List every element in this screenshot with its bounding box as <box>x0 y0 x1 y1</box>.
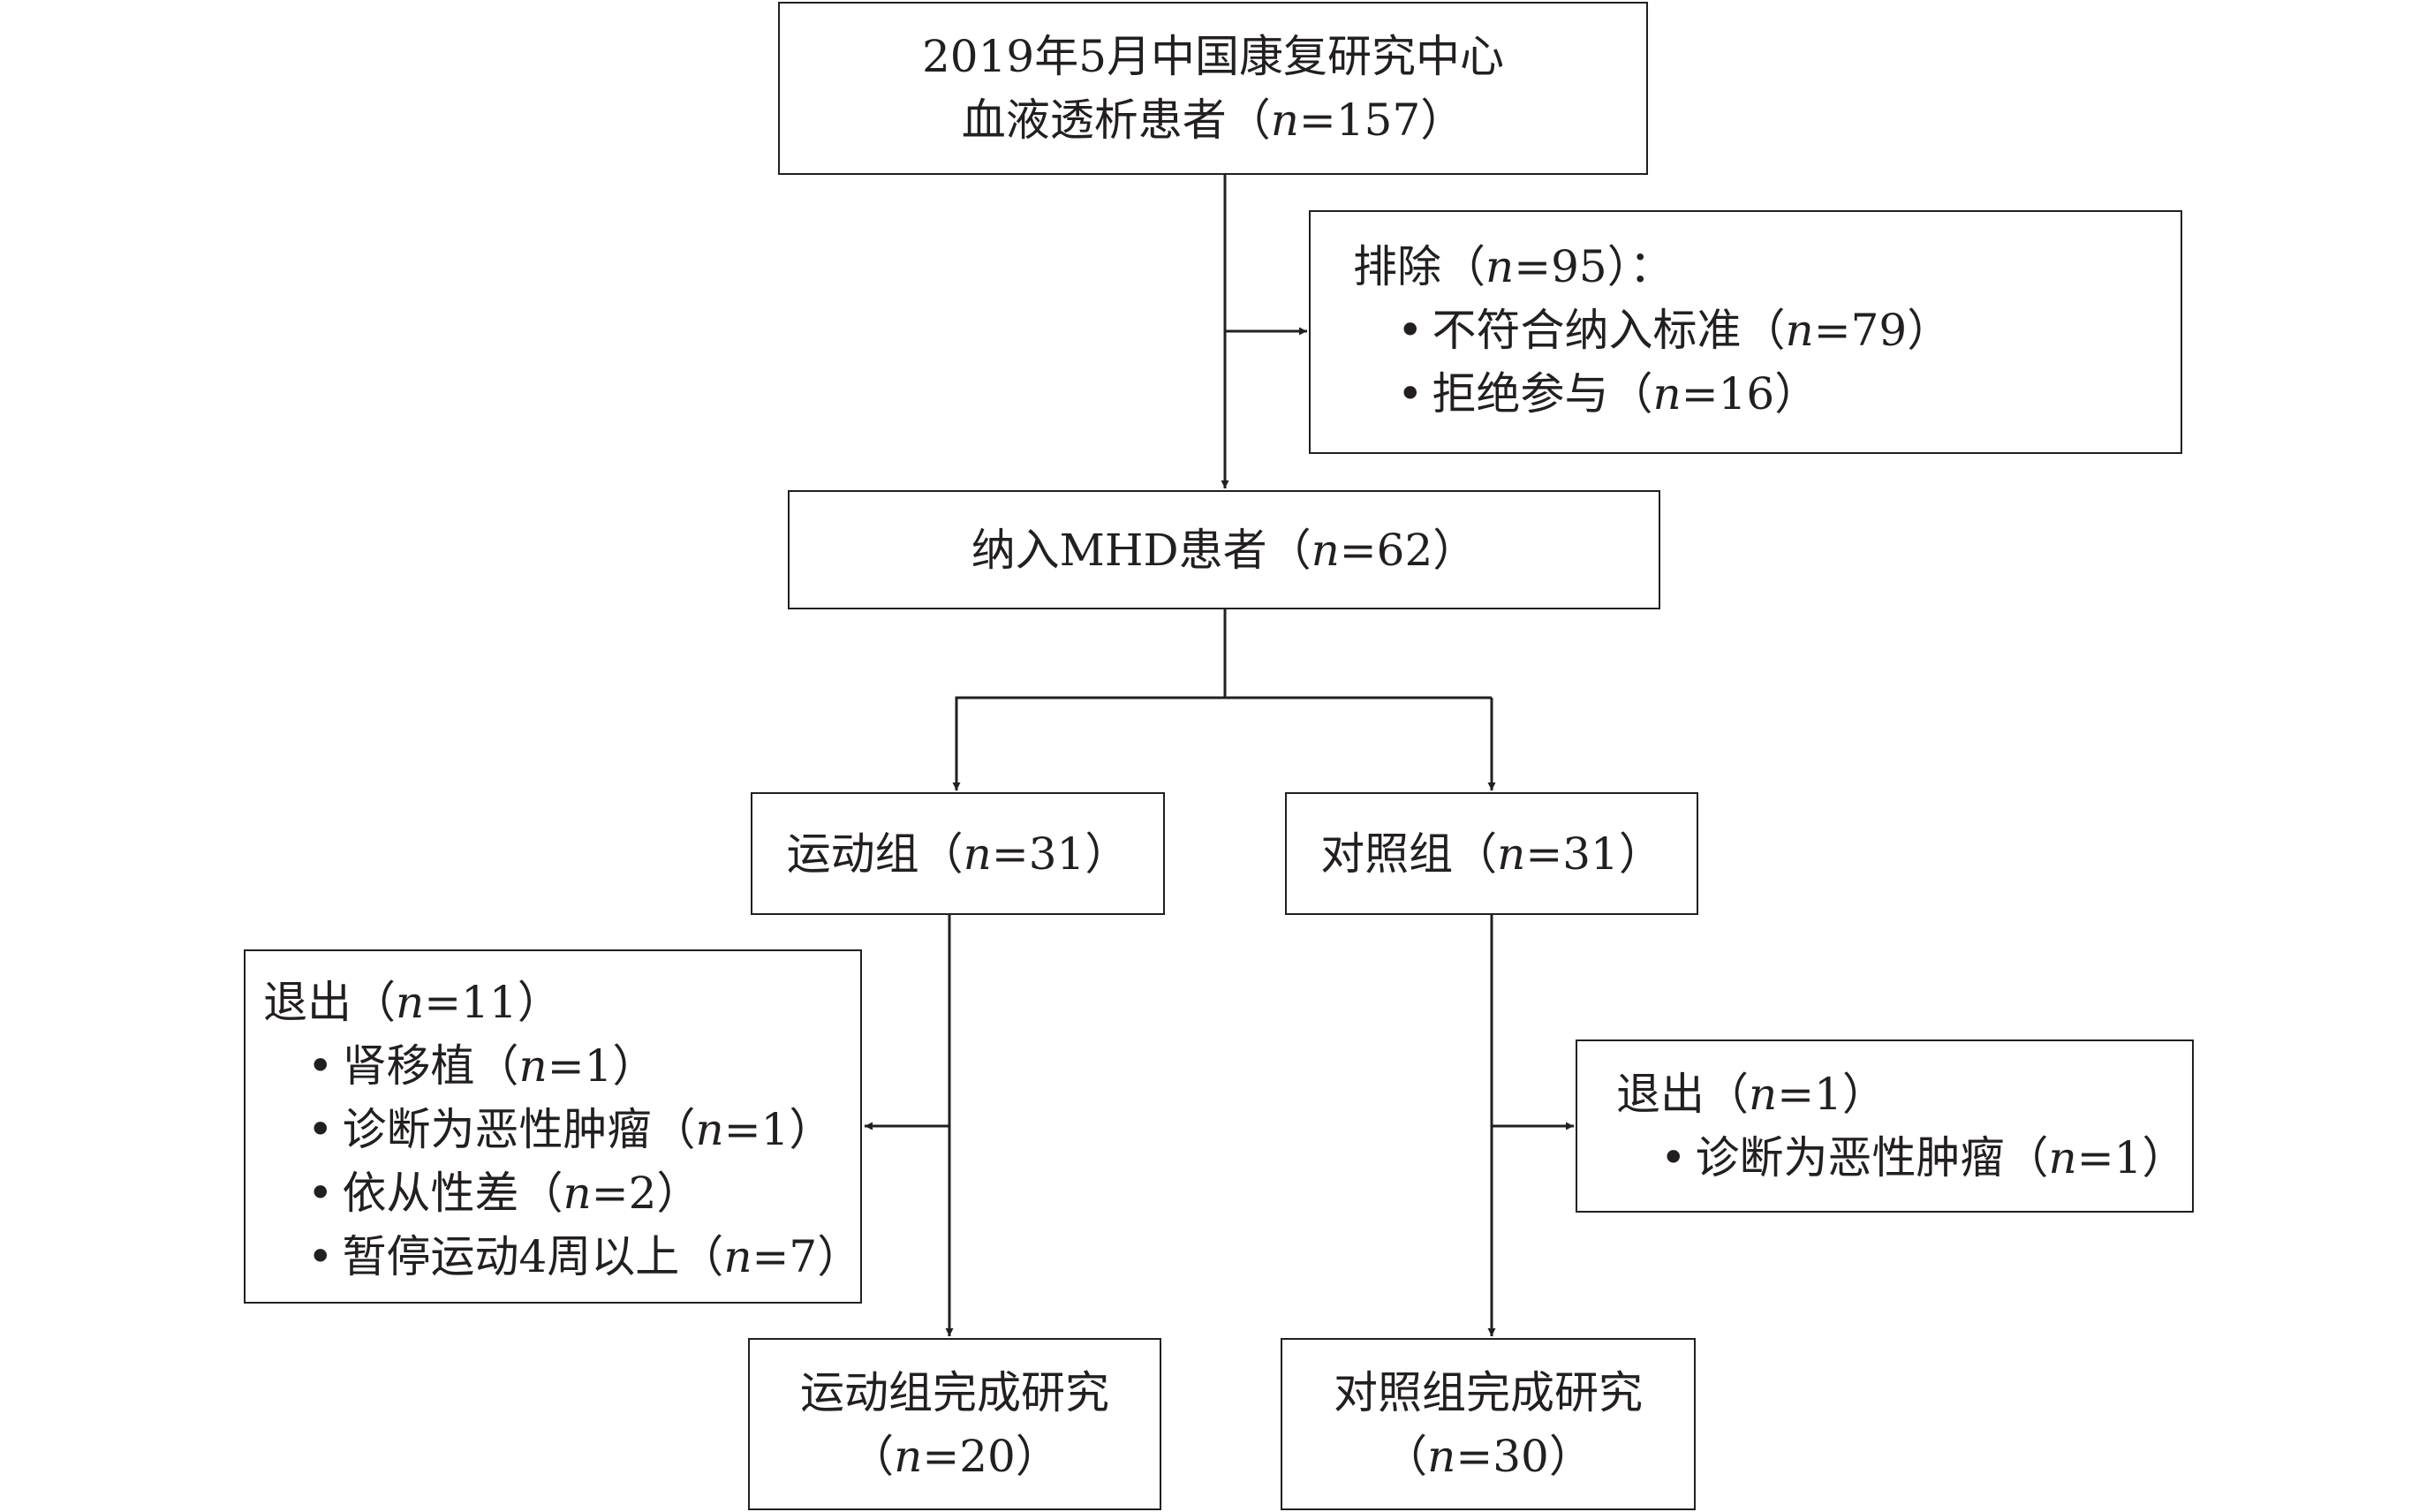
control-withdrawn-box: 退出（n=1） 诊断为恶性肿瘤（n=1） <box>1576 1040 2194 1213</box>
exercise-completed-box: 运动组完成研究 （n=20） <box>748 1338 1161 1510</box>
control-group-box: 对照组（n=31） <box>1285 792 1698 915</box>
included-box: 纳入MHD患者（n=62） <box>788 490 1660 609</box>
control-completed-line-2: （n=30） <box>1383 1430 1593 1482</box>
included-text: 纳入MHD患者（n=62） <box>971 524 1478 576</box>
excluded-box: 排除（n=95）： 不符合纳入标准（n=79） 拒绝参与（n=16） <box>1309 210 2182 454</box>
exercise-withdrawn-box: 退出（n=11） 肾移植（n=1） 诊断为恶性肿瘤（n=1） 依从性差（n=2）… <box>244 949 862 1304</box>
excluded-item: 拒绝参与（n=16） <box>1353 362 2181 426</box>
exercise-group-text: 运动组（n=31） <box>786 828 1130 880</box>
control-withdrawn-title: 退出（n=1） <box>1616 1069 1886 1120</box>
withdrawn-item: 诊断为恶性肿瘤（n=1） <box>263 1098 860 1161</box>
exercise-completed-line-1: 运动组完成研究 <box>800 1366 1109 1418</box>
exercise-completed-line-2: （n=20） <box>850 1430 1060 1482</box>
excluded-item: 不符合纳入标准（n=79） <box>1353 299 2181 362</box>
excluded-title: 排除（n=95）： <box>1353 241 1674 292</box>
withdrawn-item: 暂停运动4周以上（n=7） <box>263 1225 862 1289</box>
source-line-2: 血液透析患者（n=157） <box>961 94 1465 146</box>
control-group-text: 对照组（n=31） <box>1320 828 1663 880</box>
source-line-1: 2019年5月中国康复研究中心 <box>921 31 1505 82</box>
exercise-group-box: 运动组（n=31） <box>751 792 1165 915</box>
control-completed-box: 对照组完成研究 （n=30） <box>1281 1338 1696 1510</box>
source-population-box: 2019年5月中国康复研究中心 血液透析患者（n=157） <box>778 2 1648 175</box>
exercise-withdrawn-title: 退出（n=11） <box>263 977 562 1028</box>
withdrawn-item: 依从性差（n=2） <box>263 1161 860 1225</box>
withdrawn-item: 诊断为恶性肿瘤（n=1） <box>1616 1126 2192 1190</box>
withdrawn-item: 肾移植（n=1） <box>263 1034 860 1098</box>
control-completed-line-1: 对照组完成研究 <box>1334 1366 1643 1418</box>
split-line <box>952 609 1227 790</box>
